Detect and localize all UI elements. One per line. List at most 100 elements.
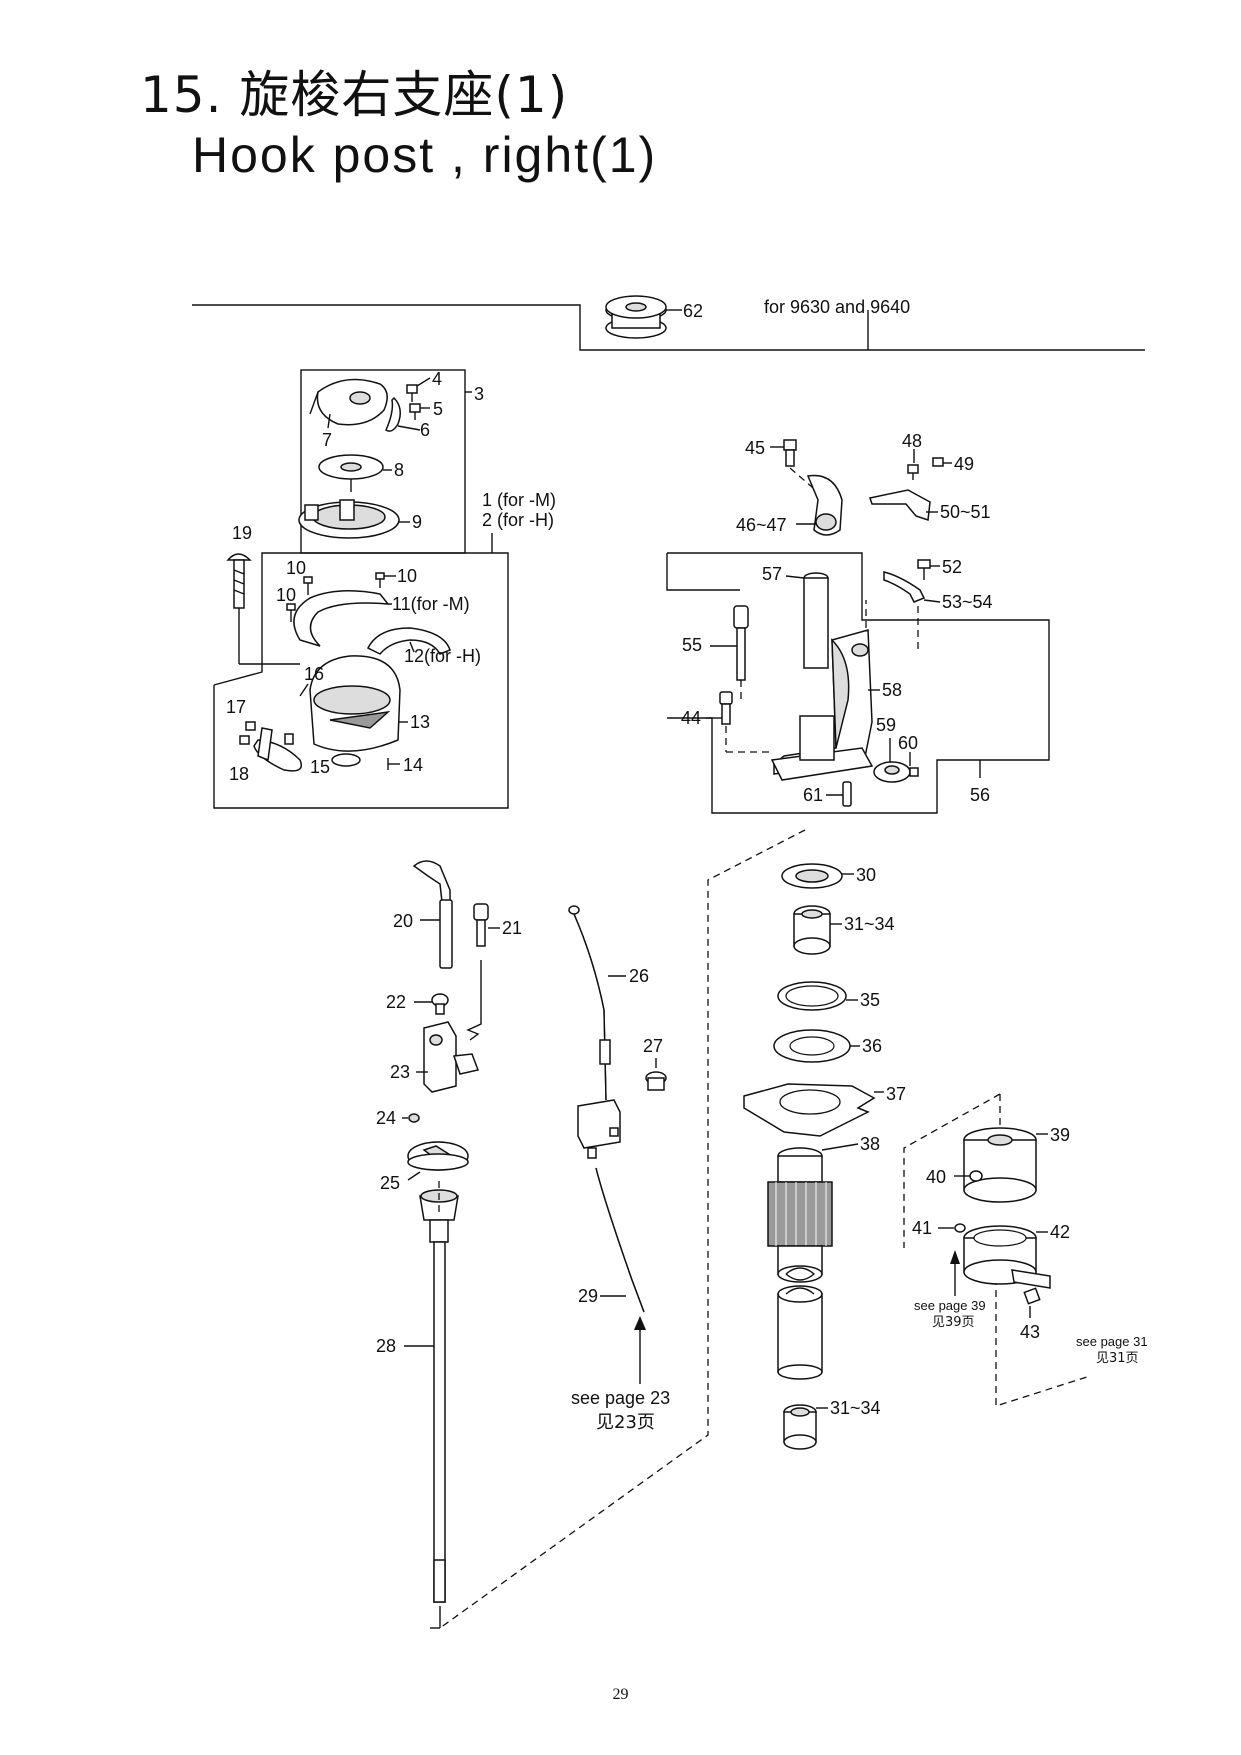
label-39: 39 — [1050, 1125, 1070, 1145]
label-11: 11(for -M) — [392, 594, 470, 614]
gib-ring-11 — [293, 590, 392, 647]
label-7: 7 — [322, 430, 332, 450]
label-21: 21 — [502, 918, 522, 938]
note-assembly-h: 2 (for -H) — [482, 510, 554, 530]
hook-assembly-box — [213, 552, 509, 809]
label-8: 8 — [394, 460, 404, 480]
plate-37 — [743, 1083, 884, 1137]
needle-bearing-31-34-bottom — [783, 1404, 828, 1450]
label-57: 57 — [762, 564, 782, 584]
label-37: 37 — [886, 1084, 906, 1104]
label-6: 6 — [420, 420, 430, 440]
washer-24 — [402, 1113, 420, 1123]
clamp-42 — [938, 1223, 1051, 1289]
screw-45 — [770, 439, 821, 495]
label-20: 20 — [393, 911, 413, 931]
page-title-chinese: 15. 旋梭右支座(1) — [140, 66, 569, 124]
bearing-ring-30 — [781, 863, 854, 889]
hook-post-box-56 — [667, 552, 1050, 814]
shaft-57 — [785, 572, 829, 669]
oil-block — [577, 1099, 621, 1159]
label-35: 35 — [860, 990, 880, 1010]
label-25: 25 — [380, 1173, 400, 1193]
label-31-34-a: 31~34 — [844, 914, 895, 934]
label-43: 43 — [1020, 1322, 1040, 1342]
note-assembly-m: 1 (for -M) — [482, 490, 556, 510]
collar-39-40 — [954, 1127, 1048, 1203]
label-48: 48 — [902, 431, 922, 451]
page-title-english: Hook post , right(1) — [192, 127, 658, 183]
label-10-a: 10 — [286, 558, 306, 578]
bobbin-case-cap-7 — [309, 378, 388, 429]
note-see-page-39-cn: 见39页 — [932, 1315, 975, 1330]
label-23: 23 — [390, 1062, 410, 1082]
snap-ring-35 — [777, 981, 858, 1011]
hook-post-58 — [770, 600, 880, 781]
label-53-54: 53~54 — [942, 592, 993, 612]
screws-10 — [286, 572, 385, 622]
label-24: 24 — [376, 1108, 396, 1128]
screw-19 — [226, 553, 300, 665]
label-42: 42 — [1050, 1222, 1070, 1242]
note-for-models: for 9630 and 9640 — [764, 297, 910, 317]
screws-48-49 — [907, 449, 952, 480]
label-15: 15 — [310, 757, 330, 777]
oil-tube-29 — [595, 1167, 646, 1384]
dashed-outline-right — [903, 1093, 1091, 1407]
label-5: 5 — [433, 399, 443, 419]
bracket-20 — [412, 860, 453, 969]
label-19: 19 — [232, 523, 252, 543]
label-38: 38 — [860, 1134, 880, 1154]
block-23 — [416, 1021, 480, 1093]
note-see-page-23-cn: 见23页 — [596, 1412, 655, 1433]
label-3: 3 — [474, 384, 484, 404]
label-22: 22 — [386, 992, 406, 1012]
variant-bracket — [192, 304, 1145, 351]
pin-53-54 — [883, 571, 941, 650]
link-46-47 — [796, 474, 843, 536]
label-4: 4 — [432, 369, 442, 389]
hook-guard-parts — [239, 721, 302, 772]
spring-plate-8 — [318, 454, 392, 492]
bobbin-62 — [605, 295, 682, 339]
label-18: 18 — [229, 764, 249, 784]
shaft-28 — [404, 1180, 459, 1603]
screws-4-5 — [406, 377, 431, 420]
oil-pipe-26 — [568, 905, 626, 1101]
label-13: 13 — [410, 712, 430, 732]
label-44: 44 — [681, 708, 701, 728]
label-56: 56 — [970, 785, 990, 805]
label-12: 12(for -H) — [404, 646, 481, 666]
page-number: 29 — [612, 1686, 629, 1703]
screw-22 — [414, 993, 449, 1015]
label-58: 58 — [882, 680, 902, 700]
screw-21 — [466, 903, 500, 1041]
label-26: 26 — [629, 966, 649, 986]
note-see-page-31-cn: 见31页 — [1096, 1351, 1139, 1366]
screw-44 — [706, 691, 770, 753]
label-31-34-b: 31~34 — [830, 1398, 881, 1418]
label-62: 62 — [683, 301, 703, 321]
label-50-51: 50~51 — [940, 502, 991, 522]
note-see-page-39: see page 39 — [914, 1298, 986, 1313]
bobbin-case-9 — [298, 499, 410, 539]
screw-52 — [917, 559, 940, 580]
label-36: 36 — [862, 1036, 882, 1056]
screw-55 — [710, 605, 749, 700]
screw-43 — [1023, 1287, 1041, 1318]
washer-36 — [773, 1029, 860, 1063]
lever-50-51 — [869, 489, 938, 522]
label-17: 17 — [226, 697, 246, 717]
label-52: 52 — [942, 557, 962, 577]
rotating-hook-13 — [309, 655, 408, 767]
label-14: 14 — [403, 755, 423, 775]
screw-27 — [645, 1058, 667, 1091]
latch-spring-6 — [385, 396, 421, 432]
label-10-c: 10 — [397, 566, 417, 586]
label-61: 61 — [803, 785, 823, 805]
dashed-outline-center — [430, 829, 806, 1629]
plate-25 — [407, 1141, 469, 1181]
label-40: 40 — [926, 1167, 946, 1187]
label-30: 30 — [856, 865, 876, 885]
